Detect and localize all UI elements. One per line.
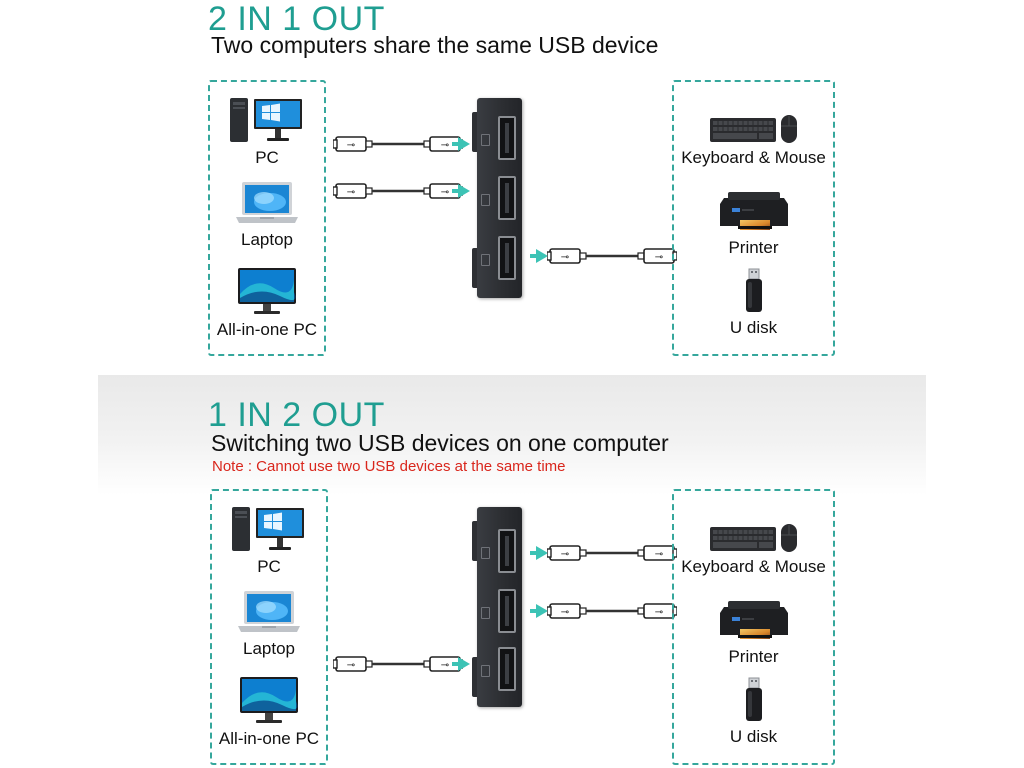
printer-icon — [718, 597, 790, 643]
usb-switch-icon — [472, 98, 522, 298]
usb-port — [498, 647, 516, 691]
laptop-icon — [236, 589, 302, 635]
device-u-disk: U disk — [674, 677, 833, 747]
desktop-pc-icon — [230, 505, 308, 553]
device-printer: Printer — [674, 188, 833, 258]
section2-computers-group: PC Laptop All-in-one PC — [210, 489, 328, 765]
device-keyboard-mouse: Keyboard & Mouse — [674, 114, 833, 168]
section2-devices-group: Keyboard & Mouse Printer U disk — [672, 489, 835, 765]
computer-aio: All-in-one PC — [210, 266, 324, 340]
section1-computers-group: PC Laptop All-in-one PC — [208, 80, 326, 356]
usb-disk-icon — [744, 268, 764, 314]
section2-subheading: Switching two USB devices on one compute… — [211, 430, 669, 456]
device-label: Keyboard & Mouse — [681, 148, 826, 167]
section2-note: Note : Cannot use two USB devices at the… — [212, 458, 566, 475]
all-in-one-pc-icon — [238, 675, 300, 725]
computer-pc: PC — [210, 96, 324, 168]
usb-cable-icon — [333, 181, 463, 201]
all-in-one-pc-icon — [236, 266, 298, 316]
usb-switch-icon — [472, 507, 522, 707]
keyboard-mouse-icon — [709, 114, 799, 144]
device-u-disk: U disk — [674, 268, 833, 338]
device-label: Printer — [728, 238, 779, 257]
computer-laptop: Laptop — [212, 589, 326, 659]
usb-cable-icon — [547, 543, 677, 563]
printer-icon — [718, 188, 790, 234]
device-label: Keyboard & Mouse — [681, 557, 826, 576]
keyboard-mouse-icon — [709, 523, 799, 553]
device-label: U disk — [729, 318, 778, 337]
section1-subheading: Two computers share the same USB device — [211, 32, 659, 58]
desktop-pc-icon — [228, 96, 306, 144]
arrow-right-icon — [452, 657, 470, 671]
computer-label: All-in-one PC — [216, 320, 318, 339]
usb-cable-icon — [333, 654, 463, 674]
arrow-right-icon — [530, 546, 548, 560]
device-keyboard-mouse: Keyboard & Mouse — [674, 523, 833, 577]
usb-port — [498, 236, 516, 280]
usb-port — [498, 116, 516, 160]
computer-label: PC — [255, 148, 279, 167]
computer-label: Laptop — [243, 639, 295, 658]
arrow-right-icon — [452, 137, 470, 151]
arrow-right-icon — [530, 249, 548, 263]
device-label: U disk — [729, 727, 778, 746]
computer-aio: All-in-one PC — [212, 675, 326, 749]
usb-cable-icon — [547, 601, 677, 621]
usb-port — [498, 589, 516, 633]
laptop-icon — [234, 180, 300, 226]
section2-heading: 1 IN 2 OUT — [208, 396, 385, 434]
computer-label: All-in-one PC — [218, 729, 320, 748]
usb-disk-icon — [744, 677, 764, 723]
computer-label: PC — [257, 557, 281, 576]
usb-cable-icon — [547, 246, 677, 266]
usb-port — [498, 176, 516, 220]
usb-cable-icon — [333, 134, 463, 154]
computer-label: Laptop — [241, 230, 293, 249]
usb-port — [498, 529, 516, 573]
device-label: Printer — [728, 647, 779, 666]
device-printer: Printer — [674, 597, 833, 667]
section1-devices-group: Keyboard & Mouse Printer U disk — [672, 80, 835, 356]
section1-heading: 2 IN 1 OUT — [208, 0, 385, 38]
computer-laptop: Laptop — [210, 180, 324, 250]
computer-pc: PC — [212, 505, 326, 577]
section2-header-band — [98, 375, 926, 495]
arrow-right-icon — [530, 604, 548, 618]
arrow-right-icon — [452, 184, 470, 198]
